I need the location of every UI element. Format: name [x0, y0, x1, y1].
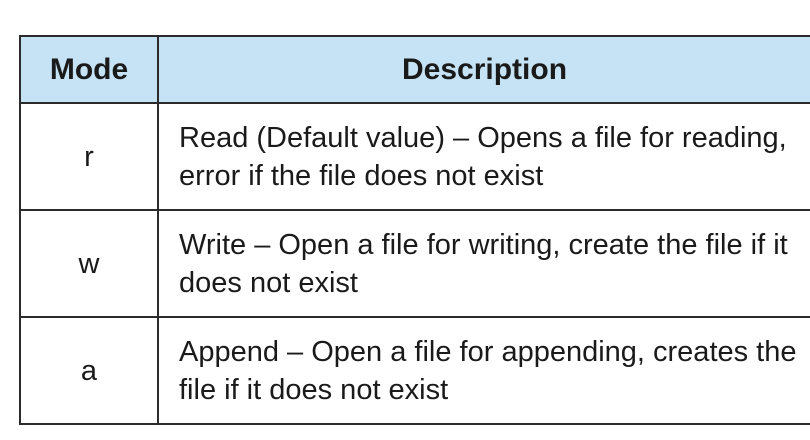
table-row: a Append – Open a file for appending, cr…	[19, 316, 810, 425]
mode-column-header: Mode	[19, 35, 159, 104]
table-row: r Read (Default value) – Opens a file fo…	[19, 102, 810, 211]
mode-cell: w	[19, 209, 159, 318]
file-modes-table-container: Mode Description r Read (Default value) …	[19, 35, 810, 425]
mode-cell: r	[19, 102, 159, 211]
table-header-row: Mode Description	[19, 35, 810, 104]
description-column-header: Description	[157, 35, 810, 104]
description-cell: Read (Default value) – Opens a file for …	[157, 102, 810, 211]
table-row: w Write – Open a file for writing, creat…	[19, 209, 810, 318]
file-modes-table: Mode Description r Read (Default value) …	[19, 35, 810, 425]
description-cell: Append – Open a file for appending, crea…	[157, 316, 810, 425]
mode-cell: a	[19, 316, 159, 425]
description-cell: Write – Open a file for writing, create …	[157, 209, 810, 318]
